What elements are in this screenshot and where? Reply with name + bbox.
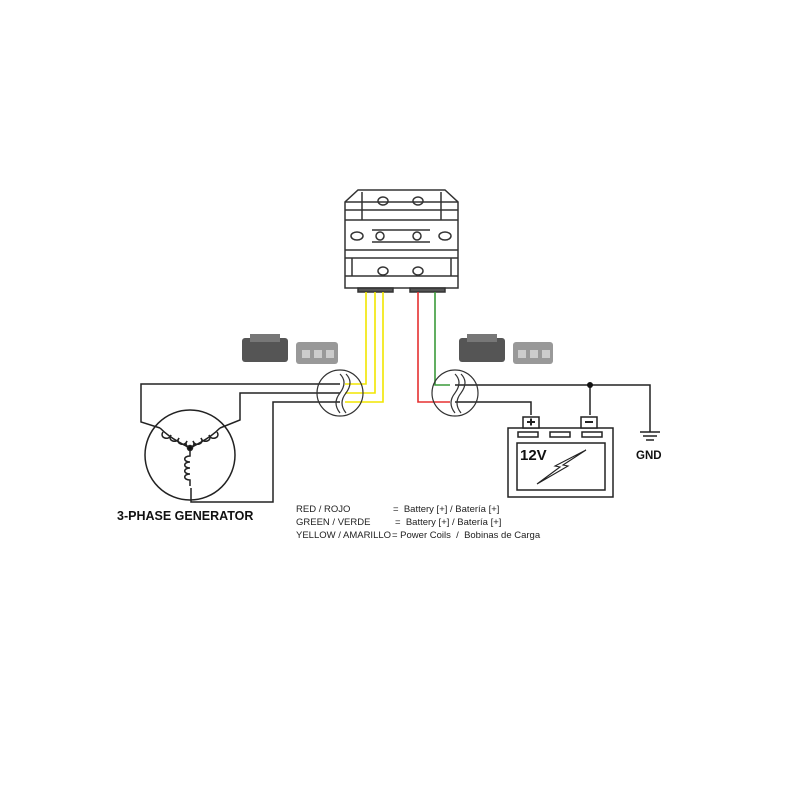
legend-color-red: RED / ROJO — [296, 504, 351, 515]
legend-color-yellow: YELLOW / AMARILLO — [296, 530, 392, 541]
generator-symbol — [144, 409, 236, 501]
legend-meaning-red: = Battery [+] / Batería [+] — [393, 504, 500, 515]
battery-voltage-label: 12V — [520, 447, 547, 464]
left-connector-pair — [242, 334, 338, 364]
generator-label: 3-PHASE GENERATOR — [117, 509, 254, 523]
battery-icon — [507, 416, 614, 498]
legend-meaning-yellow: = Power Coils / Bobinas de Carga — [392, 530, 541, 541]
regulator — [344, 189, 459, 293]
legend-color-green: GREEN / VERDE — [296, 517, 371, 528]
red-wire — [417, 292, 450, 403]
right-connector-pair — [459, 334, 553, 364]
junction-dot — [587, 382, 593, 388]
green-wire — [434, 292, 450, 386]
ground-symbol — [640, 431, 660, 441]
generator-wires — [140, 383, 340, 503]
left-wire-bundle-circle — [316, 369, 364, 417]
ground-label: GND — [636, 450, 662, 462]
yellow-wires — [345, 292, 384, 403]
battery-wires — [455, 384, 651, 432]
right-wire-bundle-circle — [431, 369, 479, 417]
legend-meaning-green: = Battery [+] / Batería [+] — [395, 517, 502, 528]
